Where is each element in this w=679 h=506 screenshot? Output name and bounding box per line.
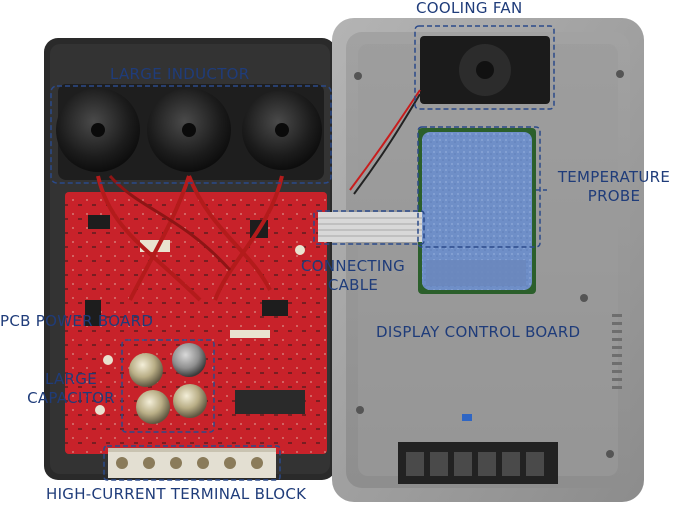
temperature-probe-label-line1: TEMPERATURE [557,168,671,186]
terminal-block-label: HIGH-CURRENT TERMINAL BLOCK [46,485,307,503]
capacitor-callout-box [121,339,215,433]
terminal-callout-box [103,445,281,481]
callout-boxes [50,25,555,481]
display-control-board-label: DISPLAY CONTROL BOARD [376,323,581,341]
terminal-block [108,448,276,478]
cooling-fan [349,36,550,195]
cooling-fan-label: COOLING FAN [416,0,523,17]
pcb-power-board-label: PCB POWER BOARD [0,312,154,330]
large-capacitor-label-line1: LARGE [45,370,97,388]
cable-callout-box [313,210,425,245]
probe-callout-box [417,126,541,248]
output-connector [398,442,558,484]
inductor-callout-box [50,85,332,184]
large-inductor-label: LARGE INDUCTOR [110,65,250,83]
pcb-power-board [65,175,327,454]
large-capacitors [129,343,207,424]
connecting-cable-label-line2: CABLE [327,276,379,294]
connecting-cable [318,212,422,242]
display-control-board [418,128,536,294]
temperature-probe-label-line2: PROBE [587,187,641,205]
large-capacitor-label-line2: CAPACITOR [27,389,115,407]
connecting-cable-label-line1: CONNECTING [300,257,406,275]
large-inductors [56,84,324,180]
fan-callout-box [414,25,555,110]
